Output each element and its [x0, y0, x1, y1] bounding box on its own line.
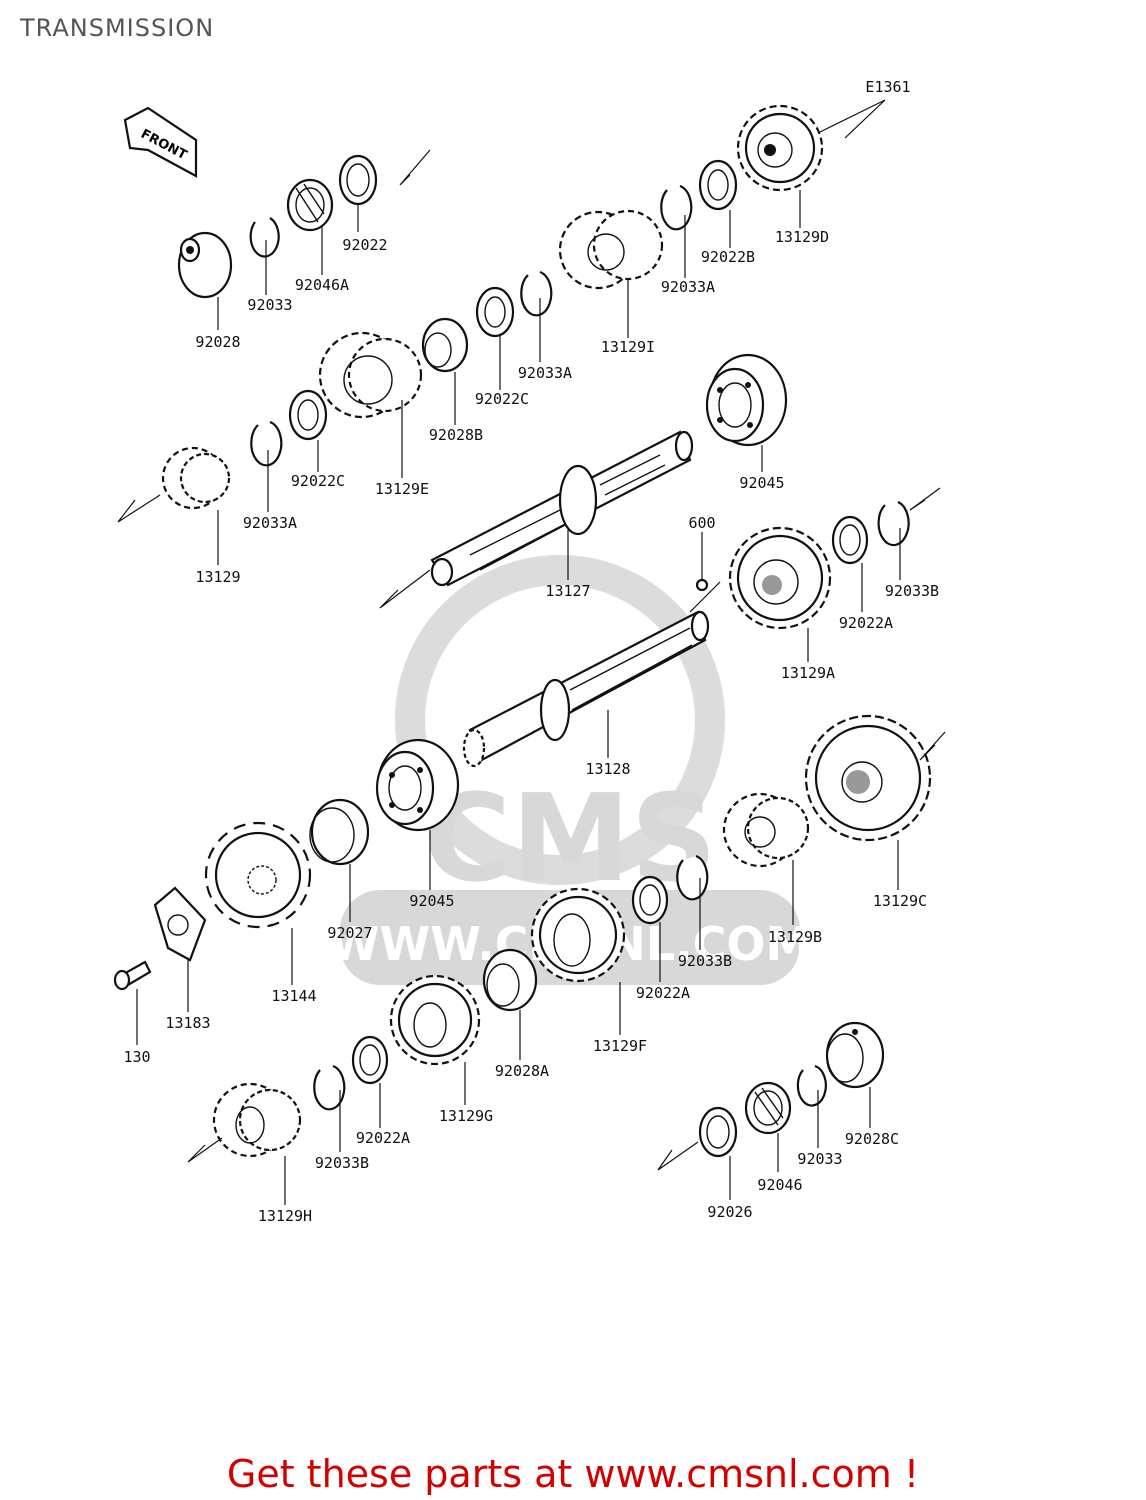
label-13129D: 13129D [775, 228, 829, 246]
part-92033B-circlip-3 [313, 1064, 346, 1111]
label-92033B: 92033B [885, 582, 939, 600]
label-92045: 92045 [739, 474, 784, 492]
label-92046: 92046 [757, 1176, 802, 1194]
label-13129G: 13129G [439, 1107, 493, 1125]
part-13144-sprocket [204, 821, 312, 929]
label-92022A-2: 92022A [636, 984, 690, 1002]
part-92033B-circlip [877, 500, 910, 547]
label-13128: 13128 [585, 760, 630, 778]
part-13183-plate [153, 886, 207, 962]
part-92022A-washer [831, 515, 869, 565]
part-130-bolt [113, 960, 152, 991]
label-130: 130 [123, 1048, 150, 1066]
part-13129E-gear [318, 331, 423, 419]
part-92045-bearing [705, 353, 788, 447]
label-13127: 13127 [545, 582, 590, 600]
label-92033B-2: 92033B [678, 952, 732, 970]
label-92033A-2: 92033A [518, 364, 572, 382]
front-arrow-icon: FRONT [123, 106, 198, 178]
part-92046-bearing [744, 1081, 792, 1135]
part-92033A-circlip-2 [520, 270, 553, 317]
part-13127-shaft [430, 430, 694, 587]
part-13129B-gear [722, 792, 810, 868]
label-92033A: 92033A [661, 278, 715, 296]
part-13129-gear [161, 446, 231, 510]
label-92028B: 92028B [429, 426, 483, 444]
label-92022A-3: 92022A [356, 1129, 410, 1147]
part-92028B-bushing [421, 317, 469, 373]
label-92046A: 92046A [295, 276, 349, 294]
watermark-brand: CMS [423, 770, 717, 909]
part-labels: 92022 92033 92046A 92028 13129D 92022B 9… [123, 228, 939, 1225]
part-13129A-gear [728, 526, 832, 630]
part-600-ball [695, 578, 709, 592]
part-92022A-washer-3 [351, 1035, 389, 1085]
part-92022C-washer [475, 286, 515, 338]
part-13129C-gear [804, 714, 932, 842]
part-92022A-washer-2 [631, 875, 669, 925]
label-92027: 92027 [327, 924, 372, 942]
label-92028: 92028 [195, 333, 240, 351]
label-92028C: 92028C [845, 1130, 899, 1148]
figure-code: E1361 [865, 78, 910, 96]
label-13129: 13129 [195, 568, 240, 586]
part-13129G-gear [389, 974, 481, 1066]
label-92033B-3: 92033B [315, 1154, 369, 1172]
label-92022B: 92022B [701, 248, 755, 266]
label-92033-2: 92033 [797, 1150, 842, 1168]
label-13144: 13144 [271, 987, 316, 1005]
part-92028C-collar [825, 1021, 885, 1089]
label-92045-2: 92045 [409, 892, 454, 910]
part-92033A-circlip-3 [250, 420, 283, 467]
part-13129D-gear [736, 104, 824, 192]
label-13183: 13183 [165, 1014, 210, 1032]
part-13129I-gear [558, 209, 664, 290]
part-92027-collar [309, 798, 370, 866]
part-13129F-gear [530, 887, 626, 983]
part-92026-washer [698, 1106, 738, 1158]
part-92046A-bearing [286, 178, 334, 232]
part-92022C-washer-2 [288, 389, 328, 441]
label-92026: 92026 [707, 1203, 752, 1221]
label-92022: 92022 [342, 236, 387, 254]
label-92033: 92033 [247, 296, 292, 314]
part-13128-shaft [462, 610, 710, 768]
label-92022C-2: 92022C [291, 472, 345, 490]
label-13129H: 13129H [258, 1207, 312, 1225]
label-92022A: 92022A [839, 614, 893, 632]
part-92033A-circlip [660, 184, 693, 231]
part-92022B-washer [698, 159, 738, 211]
page-title: TRANSMISSION [20, 14, 215, 42]
label-13129B: 13129B [768, 928, 822, 946]
label-92022C: 92022C [475, 390, 529, 408]
part-92022-washer [338, 154, 378, 206]
footer-link[interactable]: Get these parts at www.cmsnl.com ! [226, 1452, 920, 1496]
part-92033-circlip-2 [796, 1064, 827, 1107]
label-13129F: 13129F [593, 1037, 647, 1055]
part-92028-collar [177, 231, 233, 299]
part-92028A-bushing [482, 948, 538, 1012]
part-13129H-gear [212, 1082, 302, 1158]
label-13129C: 13129C [873, 892, 927, 910]
label-92033A-3: 92033A [243, 514, 297, 532]
part-92033B-circlip-2 [676, 854, 709, 901]
part-92045-bearing-2 [375, 738, 460, 832]
label-13129A: 13129A [781, 664, 835, 682]
label-92028A: 92028A [495, 1062, 549, 1080]
leader-lines [136, 190, 901, 1205]
label-600: 600 [688, 514, 715, 532]
label-13129E: 13129E [375, 480, 429, 498]
part-92033-circlip [249, 217, 280, 258]
label-13129I: 13129I [601, 338, 655, 356]
